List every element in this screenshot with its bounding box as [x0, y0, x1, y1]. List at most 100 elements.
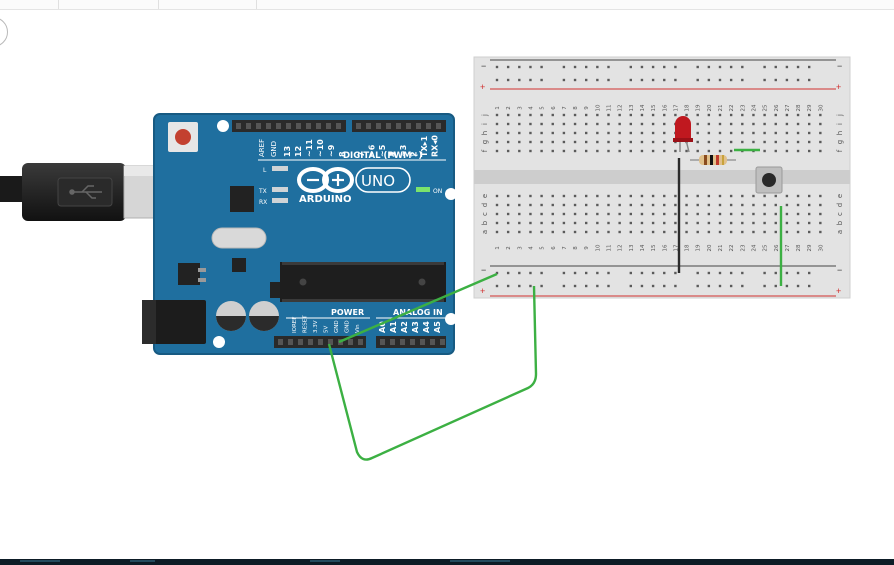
bb-col-label: 12: [618, 105, 624, 112]
bb-col-label: 9: [584, 106, 590, 110]
bb-col-label: 17: [673, 244, 679, 251]
power-pin-label: RESET: [303, 315, 309, 333]
bb-row-label: h: [836, 131, 844, 135]
bb-col-label: 21: [718, 245, 724, 252]
power-pin-label: GND: [345, 320, 351, 333]
uno-model-label: UNO: [361, 172, 395, 190]
rail-plus-label: +: [836, 82, 841, 92]
bb-col-label: 7: [562, 106, 568, 110]
capacitor: [249, 301, 279, 331]
toolbar-strip: [0, 0, 894, 10]
5v-green-wire[interactable]: [327, 285, 538, 461]
bb-col-label: 15: [651, 104, 657, 111]
bb-row-label: d: [836, 203, 844, 207]
analog-pin-label: A1: [389, 321, 398, 333]
mount-hole: [445, 188, 457, 200]
bb-col-label: 16: [662, 244, 668, 251]
usb-icon: [69, 185, 102, 199]
resistor[interactable]: [690, 155, 736, 165]
led-rx-label: RX: [259, 199, 267, 206]
digital-pin-label: ~6: [368, 144, 377, 157]
bb-col-label: 4: [528, 106, 534, 110]
bb-row-label: c: [481, 212, 489, 216]
bb-col-label: 30: [818, 104, 824, 111]
bb-row-label: g: [836, 140, 844, 144]
power-pin-label: IOREF: [292, 317, 298, 333]
bb-col-label: 3: [517, 246, 523, 250]
bb-col-label: 6: [551, 246, 557, 250]
bb-col-label: 17: [673, 104, 679, 111]
bb-col-label: 2: [506, 106, 512, 110]
led-on-indicator: [416, 187, 430, 192]
on-label: ON: [433, 188, 442, 195]
analog-in-label: ANALOG IN: [393, 308, 443, 317]
bb-col-label: 13: [629, 104, 635, 111]
rail-minus-label: −: [837, 265, 842, 275]
bb-col-label: 22: [729, 245, 735, 252]
bb-col-label: 18: [685, 104, 691, 111]
bb-col-label: 10: [595, 104, 601, 111]
gnd-label: GND: [270, 141, 278, 157]
bb-col-label: 23: [740, 244, 746, 251]
bb-row-label: j: [836, 114, 844, 117]
power-pin-label: 5V: [324, 326, 330, 333]
model-badge: [355, 167, 411, 193]
bb-col-label: 24: [751, 104, 757, 111]
analog-pin-label: A2: [400, 321, 409, 333]
digital-pin-label: 7: [357, 151, 366, 157]
aref-label: AREF: [258, 139, 266, 157]
bb-row-label: e: [836, 194, 844, 198]
bb-col-label: 1: [495, 246, 501, 250]
gnd-green-wire[interactable]: [338, 272, 498, 344]
digital-pin-label: 12: [294, 146, 303, 157]
bb-row-label: a: [836, 230, 844, 234]
bb-col-label: 25: [763, 244, 769, 251]
bb-col-label: 13: [629, 244, 635, 251]
digital-pin-label: 4: [389, 151, 398, 157]
bb-col-label: 29: [807, 104, 813, 111]
bb-col-label: 14: [640, 244, 646, 251]
bb-col-label: 5: [540, 106, 546, 110]
bb-col-label: 5: [540, 246, 546, 250]
analog-pin-label: A3: [411, 321, 420, 333]
small-chip: [232, 258, 246, 272]
digital-pin-label: ~5: [378, 144, 387, 157]
bb-col-label: 3: [517, 106, 523, 110]
arduino-logo-icon: [297, 167, 354, 193]
rail-plus-label: +: [836, 286, 841, 296]
rail-minus-label: −: [481, 61, 486, 71]
capacitor: [216, 301, 246, 331]
bb-row-label: d: [481, 203, 489, 207]
bb-col-label: 4: [528, 246, 534, 250]
bb-col-label: 27: [785, 244, 791, 251]
bb-row-label: j: [481, 114, 489, 117]
power-pin-label: 3.3V: [313, 320, 319, 333]
bb-col-label: 6: [551, 106, 557, 110]
power-label: POWER: [331, 308, 364, 317]
led-rx-indicator: [272, 198, 288, 203]
analog-pin-label: A0: [378, 321, 387, 333]
reset-button[interactable]: [168, 122, 198, 152]
digital-pin-label: TX▸1: [420, 135, 429, 157]
bb-row-label: c: [836, 212, 844, 216]
red-led[interactable]: [673, 116, 693, 153]
analog-pin-label: A5: [433, 321, 442, 333]
bb-col-label: 25: [763, 104, 769, 111]
rail-plus-label: +: [480, 286, 485, 296]
bb-col-label: 19: [696, 244, 702, 251]
bb-row-label: i: [836, 123, 844, 125]
bb-col-label: 8: [573, 106, 579, 110]
digital-pin-label: ~9: [327, 144, 336, 157]
digital-pin-label: 8: [338, 151, 347, 157]
bb-col-label: 11: [607, 245, 613, 252]
pushbutton[interactable]: [755, 166, 783, 194]
led-tx-indicator: [272, 187, 288, 192]
rail-minus-label: −: [837, 61, 842, 71]
digital-pin-label: RX◂0: [431, 135, 440, 157]
bb-row-label: i: [481, 123, 489, 125]
bb-col-label: 21: [718, 105, 724, 112]
bb-row-label: a: [481, 230, 489, 234]
